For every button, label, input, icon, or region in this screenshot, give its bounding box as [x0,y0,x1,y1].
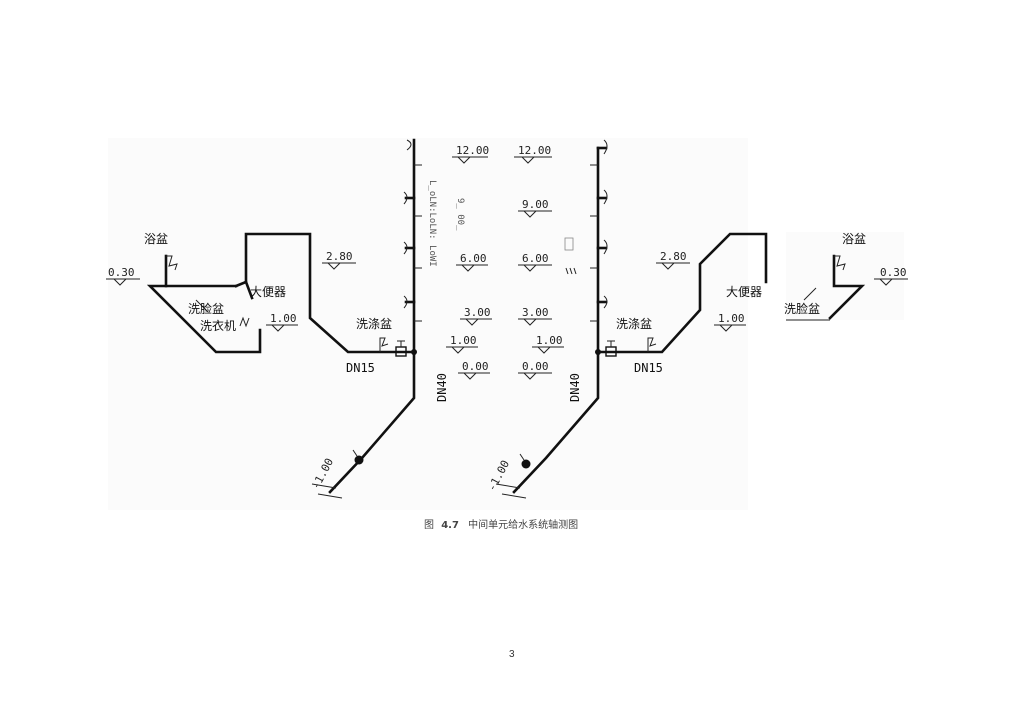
left-washbasin-label: 洗脸盆 [188,302,224,316]
level-1-left: 1.00 [450,334,477,347]
right-inlet-hatch [495,483,527,499]
level-0-right-mark [518,372,552,380]
left-laundry-basin-label: 洗涤盆 [356,317,392,331]
left-level-0-30-mark [106,278,140,286]
right-inlet-meter-stem [519,453,525,461]
left-unit-branch: 浴盆 洗脸盆 洗衣机 大便器 洗涤盆 DN15 0.30 2.80 1.00 [106,232,416,375]
left-valve-stem [397,340,405,347]
left-branch-main [234,232,416,354]
left-level-1-00-mark [266,324,298,332]
level-12-right: 12.00 [518,144,551,157]
right-laundry-basin-label: 洗涤盆 [616,317,652,331]
left-inlet-meter-stem [352,449,358,457]
level-12-right-mark [514,156,552,164]
right-ghost-strokes [565,267,577,275]
right-unit-branch: 大便器 洗涤盆 DN15 浴盆 洗脸盆 2.80 1.00 0.30 [596,232,908,375]
level-1-right-mark [532,346,564,354]
level-6-left-mark [456,264,488,272]
level-3-right-mark [518,318,552,326]
right-riser-group: DN40 -1.00 [485,139,617,499]
figure-caption: 图 4.7 中间单元给水系统轴测图 [424,518,578,531]
right-riser-stub-12-break [603,139,608,155]
left-riser-ticks [414,164,422,322]
floor-levels-center: 12.00 6.00 3.00 1.00 0.00 9_ 00_ 12.00 9… [446,144,564,380]
left-washing-machine-tap [239,316,250,328]
level-3-left: 3.00 [464,306,491,319]
left-level-0-30: 0.30 [108,266,135,279]
left-inlet-hatch [311,483,343,499]
right-laundry-tap [647,337,657,352]
level-0-left: 0.00 [462,360,489,373]
level-6-right-mark [518,264,552,272]
left-riser-break-top [406,139,412,151]
left-riser-stub-6-break [403,241,408,255]
level-1-right: 1.00 [536,334,563,347]
right-level-1-00-mark [714,324,746,332]
level-6-left: 6.00 [460,252,487,265]
left-level-1-00: 1.00 [270,312,297,325]
right-bathtub-label: 浴盆 [842,232,866,246]
left-laundry-tap [379,337,389,352]
right-toilet-label: 大便器 [726,285,762,299]
left-scan-panel [108,138,748,510]
right-branch-main [596,232,768,354]
left-toilet-drop [244,280,254,300]
left-bathtub-tap [166,255,178,271]
page-number: 3 [509,649,515,660]
right-valve-stem [607,340,615,347]
right-scan-panel [786,232,904,320]
right-riser-stub-3-break [603,295,608,309]
level-0-right: 0.00 [522,360,549,373]
ghost-mid-fragment: 9_ 00_ [455,198,465,231]
right-ghost-block [564,237,574,251]
right-level-0-30-mark [874,278,908,286]
level-6-right: 6.00 [522,252,549,265]
level-3-right: 3.00 [522,306,549,319]
right-riser-stub-6-break [603,239,608,255]
right-riser-ticks [590,164,598,322]
left-ghost-column: L_oLN:LoLN: LoWI [427,180,437,267]
right-washbasin-pipe [828,254,866,320]
level-0-left-mark [458,372,490,380]
left-dn40-label: DN40 [435,373,449,402]
right-riser-pipe [512,146,600,494]
right-level-2-80-mark [656,262,690,270]
figure-caption-number: 4.7 [441,520,459,531]
left-washbasin-tap [195,299,209,313]
left-level-2-80-mark [322,262,356,270]
left-inlet-meter [354,455,364,465]
level-9-right: 9.00 [522,198,549,211]
figure-caption-title: 中间单元给水系统轴测图 [468,518,578,531]
left-riser-stub-3-break [403,295,408,309]
right-dn15-label: DN15 [634,361,663,375]
left-washing-machine-label: 洗衣机 [200,318,236,333]
left-bathtub-label: 浴盆 [144,232,168,246]
left-level-2-80: 2.80 [326,250,353,263]
left-toilet-label: 大便器 [250,285,286,299]
left-riser-stub-9-break [403,191,408,205]
right-level-1-00: 1.00 [718,312,745,325]
right-inlet-meter [521,459,531,469]
right-washbasin-label: 洗脸盆 [784,302,820,316]
right-riser-stub-9-break [603,189,608,205]
right-level-0-30: 0.30 [880,266,907,279]
right-washbasin-tap [803,287,817,301]
right-level-2-80: 2.80 [660,250,687,263]
level-1-left-mark [446,346,478,354]
level-12-left-mark [452,156,488,164]
left-dn15-label: DN15 [346,361,375,375]
left-riser-pipe [328,138,416,494]
level-3-left-mark [460,318,492,326]
right-dn40-label: DN40 [568,373,582,402]
right-bathtub-tap [834,255,846,271]
level-12-left: 12.00 [456,144,489,157]
left-fixture-loop [146,284,262,354]
level-9-right-mark [518,210,552,218]
figure-caption-prefix: 图 [424,519,434,531]
